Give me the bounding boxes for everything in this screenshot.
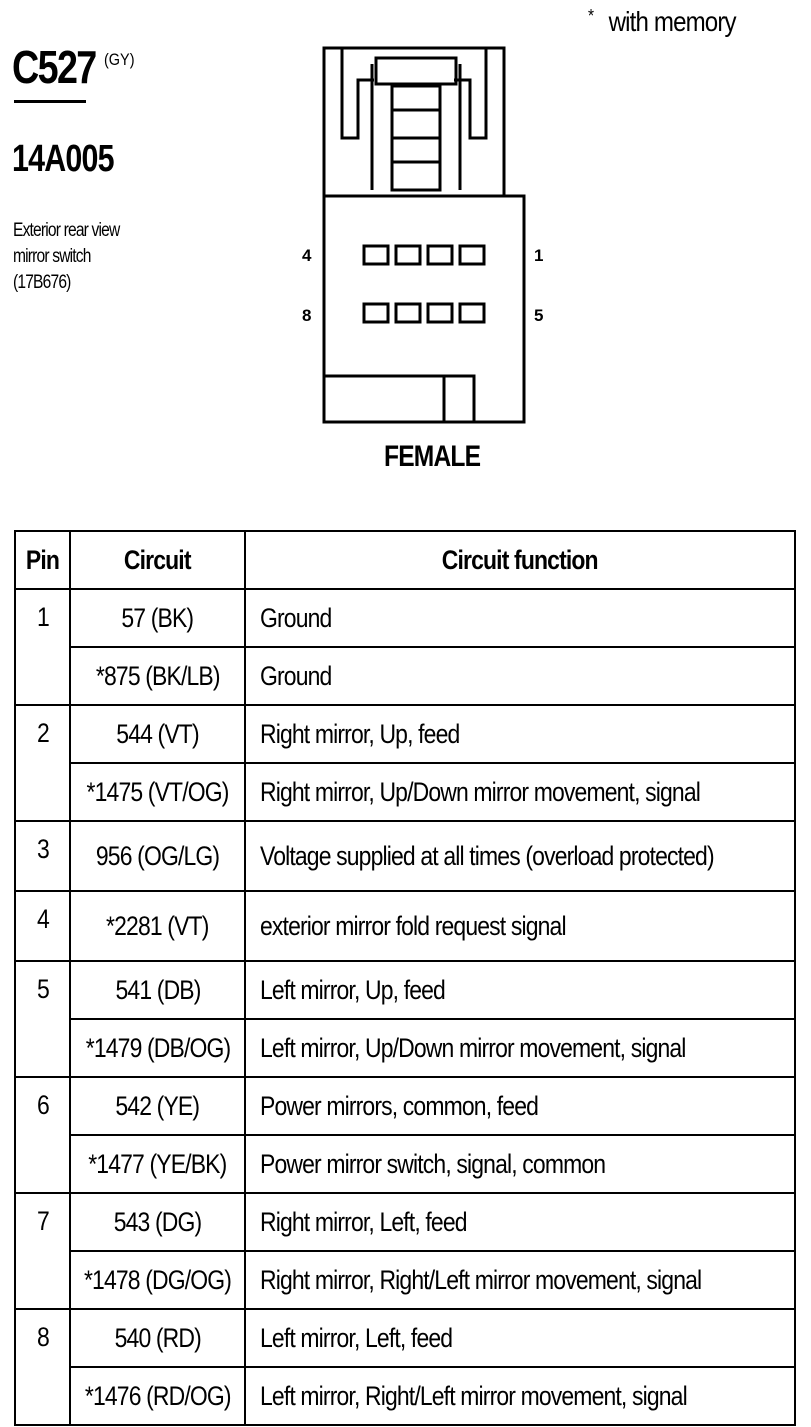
circuit-function-cell: Ground bbox=[244, 588, 796, 648]
header-function: Circuit function bbox=[244, 530, 796, 590]
circuit-function-cell: Left mirror, Up/Down mirror movement, si… bbox=[244, 1018, 796, 1078]
circuit-function-cell: Power mirror switch, signal, common bbox=[244, 1134, 796, 1194]
latch-right-arm bbox=[454, 48, 488, 140]
pin-number-cell: 7 bbox=[13, 1192, 72, 1310]
circuit-function-cell: Right mirror, Left, feed bbox=[244, 1192, 796, 1252]
pin-label-4: 4 bbox=[302, 246, 312, 265]
circuit-cell: *1476 (RD/OG) bbox=[69, 1366, 247, 1426]
circuit-function-cell: Ground bbox=[244, 646, 796, 706]
part-number: 14A005 bbox=[12, 138, 115, 180]
pin-cavity bbox=[426, 302, 454, 324]
pin-number-cell: 2 bbox=[13, 704, 72, 822]
circuit-function-cell: Voltage supplied at all times (overload … bbox=[244, 820, 796, 892]
table-row: *1475 (VT/OG)Right mirror, Up/Down mirro… bbox=[15, 762, 796, 822]
pin-cavity bbox=[458, 302, 486, 324]
pin-number-cell: 5 bbox=[13, 960, 72, 1078]
table-row: 4*2281 (VT)exterior mirror fold request … bbox=[13, 890, 796, 962]
table-row: *1477 (YE/BK)Power mirror switch, signal… bbox=[15, 1134, 796, 1194]
pin-number-cell: 1 bbox=[13, 588, 72, 706]
circuit-cell: 541 (DB) bbox=[69, 960, 247, 1020]
pin-cavity bbox=[394, 302, 422, 324]
pin-cavity bbox=[458, 244, 486, 266]
circuit-cell: 956 (OG/LG) bbox=[69, 820, 247, 892]
pin-number-cell: 8 bbox=[13, 1308, 72, 1426]
circuit-function-cell: Right mirror, Right/Left mirror movement… bbox=[244, 1250, 796, 1310]
circuit-cell: *2281 (VT) bbox=[69, 890, 247, 962]
pin-number-cell: 4 bbox=[13, 890, 72, 962]
circuit-cell: 57 (BK) bbox=[69, 588, 247, 648]
latch-housing bbox=[322, 46, 506, 198]
circuit-cell: *1479 (DB/OG) bbox=[69, 1018, 247, 1078]
pin-label-1: 1 bbox=[534, 246, 543, 265]
circuit-function-cell: Left mirror, Right/Left mirror movement,… bbox=[244, 1366, 796, 1426]
circuit-cell: 542 (YE) bbox=[69, 1076, 247, 1136]
pin-cavity bbox=[426, 244, 454, 266]
circuit-function-cell: Left mirror, Left, feed bbox=[244, 1308, 796, 1368]
circuit-cell: *1478 (DG/OG) bbox=[69, 1250, 247, 1310]
memory-footnote: * with memory bbox=[588, 6, 737, 38]
connector-id: C527 bbox=[12, 41, 97, 93]
circuit-cell: *1477 (YE/BK) bbox=[69, 1134, 247, 1194]
circuit-function-cell: Right mirror, Up, feed bbox=[244, 704, 796, 764]
connector-face-diagram: 4 1 8 5 bbox=[302, 46, 543, 424]
footnote-text: with memory bbox=[608, 6, 737, 37]
pin-number-cell: 3 bbox=[13, 820, 72, 892]
connector-id-underline bbox=[14, 100, 86, 103]
circuit-cell: *875 (BK/LB) bbox=[69, 646, 247, 706]
connector-body bbox=[322, 194, 526, 424]
pin-number-cell: 6 bbox=[13, 1076, 72, 1194]
description-line: Exterior rear view bbox=[13, 220, 120, 241]
pin-cavity bbox=[394, 244, 422, 266]
latch-top-block bbox=[374, 56, 458, 86]
circuit-cell: 544 (VT) bbox=[69, 704, 247, 764]
connector-color: (GY) bbox=[104, 50, 135, 69]
connector-gender-label: FEMALE bbox=[384, 440, 481, 473]
circuit-cell: 540 (RD) bbox=[69, 1308, 247, 1368]
table-header-row: Pin Circuit Circuit function bbox=[13, 530, 796, 590]
latch-left-arm bbox=[340, 48, 374, 140]
pin-label-5: 5 bbox=[534, 306, 543, 325]
pin-cavity bbox=[362, 244, 390, 266]
table-row: *1476 (RD/OG)Left mirror, Right/Left mir… bbox=[15, 1366, 796, 1426]
circuit-function-cell: Right mirror, Up/Down mirror movement, s… bbox=[244, 762, 796, 822]
connector-description: Exterior rear view mirror switch (17B676… bbox=[13, 218, 120, 296]
circuit-cell: *1475 (VT/OG) bbox=[69, 762, 247, 822]
circuit-function-cell: Left mirror, Up, feed bbox=[244, 960, 796, 1020]
table-row: *875 (BK/LB)Ground bbox=[15, 646, 796, 706]
header-pin: Pin bbox=[13, 530, 72, 590]
description-line: mirror switch bbox=[13, 246, 91, 267]
pin-label-8: 8 bbox=[302, 306, 311, 325]
circuit-function-cell: Power mirrors, common, feed bbox=[244, 1076, 796, 1136]
pin-cavity bbox=[362, 302, 390, 324]
circuit-cell: 543 (DG) bbox=[69, 1192, 247, 1252]
footnote-symbol: * bbox=[588, 6, 594, 26]
table-row: *1478 (DG/OG)Right mirror, Right/Left mi… bbox=[15, 1250, 796, 1310]
connector-base-notch bbox=[442, 374, 476, 424]
circuit-function-cell: exterior mirror fold request signal bbox=[244, 890, 796, 962]
connector-base-left bbox=[322, 374, 446, 424]
header-circuit: Circuit bbox=[69, 530, 247, 590]
description-line: (17B676) bbox=[13, 272, 71, 293]
table-row: *1479 (DB/OG)Left mirror, Up/Down mirror… bbox=[15, 1018, 796, 1078]
